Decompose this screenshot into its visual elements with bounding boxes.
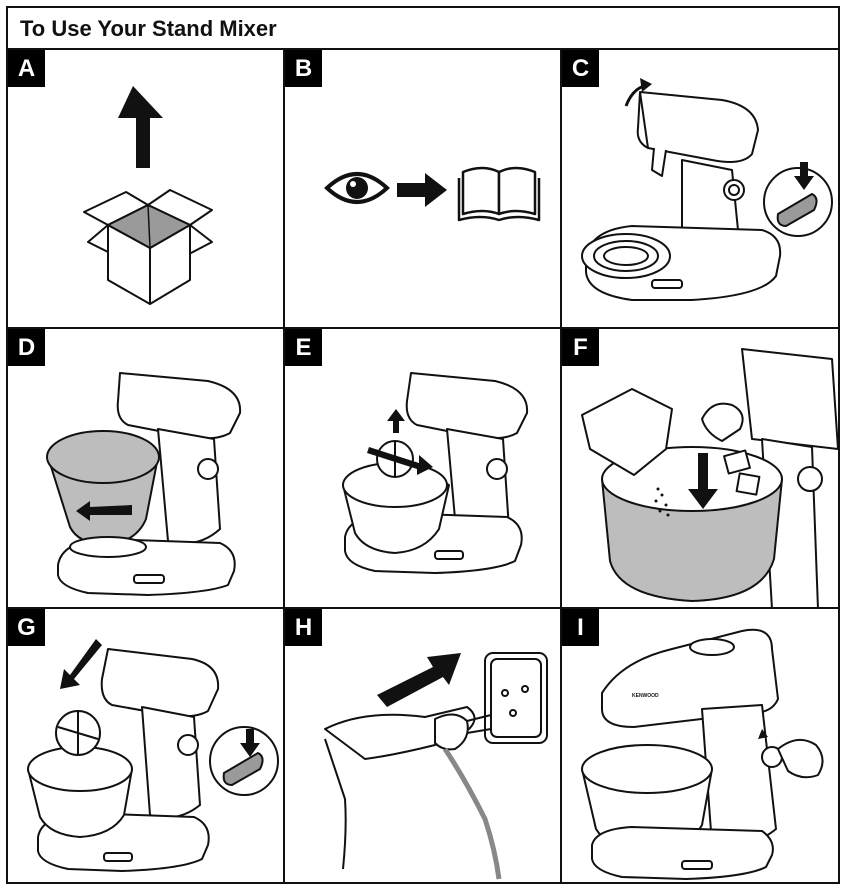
step-letter: B xyxy=(285,50,322,87)
step-i-panel: I KENWOOD xyxy=(562,609,838,882)
step-e-panel: E xyxy=(285,329,562,609)
brand-mark: KENWOOD xyxy=(632,693,659,699)
step-g-panel: G xyxy=(8,609,285,882)
step-letter: G xyxy=(8,609,45,646)
tool-fit-illustration xyxy=(342,372,529,574)
step-letter: F xyxy=(562,329,599,366)
add-ingredients-illustration xyxy=(581,348,838,607)
page-title: To Use Your Stand Mixer xyxy=(20,16,277,41)
bowl-fit-illustration xyxy=(46,372,242,596)
step-letter: D xyxy=(8,329,45,366)
step-letter: A xyxy=(8,50,45,87)
speed-dial-illustration: KENWOOD xyxy=(581,628,824,880)
step-a-panel: A xyxy=(8,50,285,329)
mixer-head-raise-illustration xyxy=(581,78,833,301)
step-c-panel: C xyxy=(562,50,838,329)
step-b-panel: B xyxy=(285,50,562,329)
box-up-arrow-illustration xyxy=(83,86,213,305)
step-letter: I xyxy=(562,609,599,646)
head-lower-illustration xyxy=(27,639,279,872)
instruction-panel: To Use Your Stand Mixer A B xyxy=(6,6,840,884)
eye-arrow-book-illustration xyxy=(324,166,541,222)
step-f-panel: F xyxy=(562,329,838,609)
title-bar: To Use Your Stand Mixer xyxy=(8,8,838,50)
step-d-panel: D xyxy=(8,329,285,609)
plug-in-illustration xyxy=(324,652,548,880)
step-letter: C xyxy=(562,50,599,87)
step-letter: E xyxy=(285,329,322,366)
step-h-panel: H xyxy=(285,609,562,882)
step-letter: H xyxy=(285,609,322,646)
